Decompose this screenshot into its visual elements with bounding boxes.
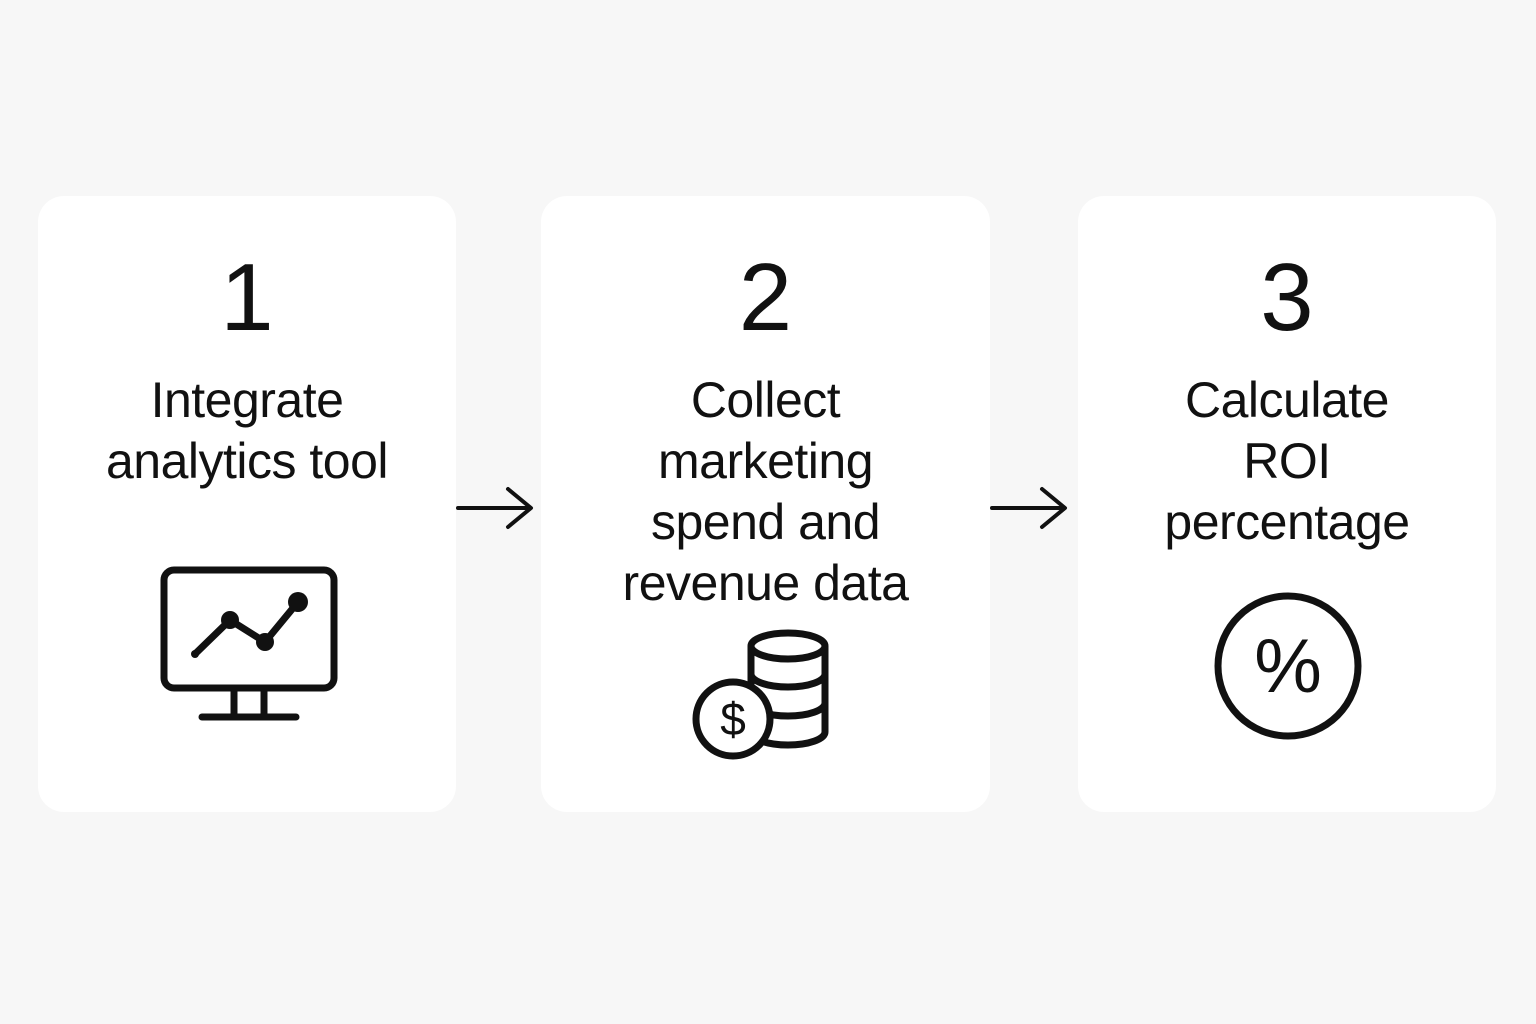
step-number: 3 [1260,244,1314,351]
step-card-3: 3 Calculate ROI percentage % [1078,196,1496,812]
step-card-2: 2 Collect marketing spend and revenue da… [541,196,990,812]
step-label: Calculate ROI percentage [1164,372,1410,550]
step-label: Collect marketing spend and revenue data [622,372,909,611]
step-number: 2 [738,244,793,351]
dollar-sign-icon: $ [720,693,746,745]
arrow-right-icon [990,487,1067,529]
arrow-right-icon [456,487,533,529]
step-card-1: 1 Integrate analytics tool [38,196,456,812]
step-label: Integrate analytics tool [105,372,389,489]
dollar-coin-stack-icon: $ [692,629,829,760]
monitor-chart-icon [160,566,338,721]
percent-circle-icon: % [1214,592,1362,740]
percent-sign-icon: % [1254,624,1322,709]
step-number: 1 [220,244,274,351]
